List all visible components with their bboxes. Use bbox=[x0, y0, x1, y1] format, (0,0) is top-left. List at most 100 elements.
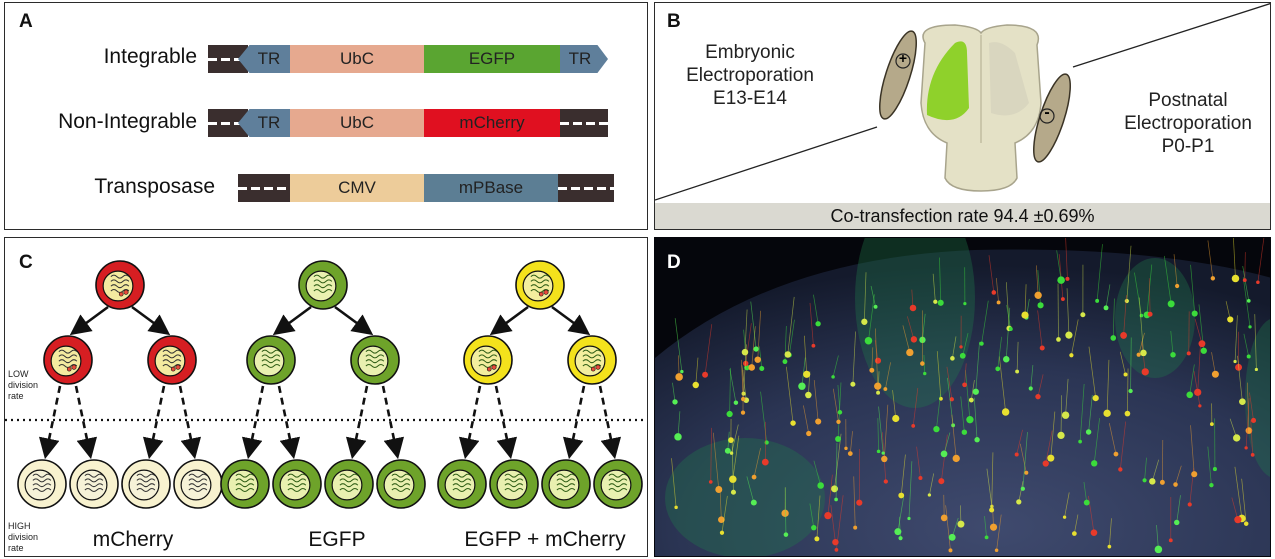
neuron-dendrite bbox=[973, 397, 978, 440]
neuron-soma bbox=[1173, 482, 1178, 487]
neuron-dendrite bbox=[731, 441, 734, 493]
neuron-soma bbox=[1227, 316, 1234, 323]
neuron-soma bbox=[979, 341, 984, 346]
neuron-soma bbox=[995, 366, 1001, 372]
neuron-dendrite bbox=[745, 323, 752, 364]
neuron-dendrite bbox=[1190, 425, 1195, 475]
neuron-soma bbox=[1103, 409, 1111, 418]
neuron-soma bbox=[1231, 274, 1240, 283]
neuron-soma bbox=[1042, 460, 1049, 467]
neuron-dendrite bbox=[835, 442, 838, 500]
granddaughter-cell-mcherry bbox=[121, 459, 171, 509]
neuron-dendrite bbox=[1207, 446, 1212, 486]
neuron-dendrite bbox=[932, 273, 936, 302]
neuron-dendrite bbox=[1037, 374, 1044, 397]
neuron-soma bbox=[1256, 280, 1260, 285]
neuron-soma bbox=[675, 373, 683, 381]
neuron-dendrite bbox=[1056, 250, 1062, 281]
neuron-soma bbox=[1233, 434, 1241, 442]
neuron-soma bbox=[817, 482, 824, 489]
mpbase-segment: mPBase bbox=[424, 174, 558, 202]
neuron-soma bbox=[831, 485, 839, 493]
backbone-right bbox=[558, 174, 614, 202]
neuron-soma bbox=[874, 357, 882, 364]
neuron-dendrite bbox=[757, 310, 761, 360]
neuron-soma bbox=[761, 458, 769, 466]
neuron-soma bbox=[996, 300, 1001, 305]
electroporation-diagram bbox=[655, 3, 1270, 201]
embryonic-text: Embryonic Electroporation E13-E14 bbox=[686, 42, 814, 109]
divider-line-left bbox=[655, 126, 878, 201]
neuron-soma bbox=[1065, 331, 1073, 339]
neuron-soma bbox=[927, 493, 932, 497]
neuron-soma bbox=[831, 375, 835, 379]
neuron-dendrite bbox=[1194, 318, 1203, 344]
neuron-dendrite bbox=[695, 357, 699, 385]
backbone-right bbox=[560, 109, 608, 137]
neuron-soma bbox=[974, 437, 980, 443]
neuron-dendrite bbox=[1123, 295, 1127, 336]
neuron-soma bbox=[1154, 545, 1163, 554]
parent-cell-egfp bbox=[298, 260, 348, 310]
neuron-soma bbox=[1001, 408, 1010, 416]
neuron-dendrite bbox=[916, 446, 921, 479]
neuron-dendrite bbox=[1119, 421, 1127, 470]
neuron-soma bbox=[920, 361, 925, 366]
neuron-soma bbox=[957, 520, 965, 528]
neuron-soma bbox=[892, 414, 900, 423]
neuron-soma bbox=[1035, 393, 1041, 400]
low-division-rate-label: LOW division rate bbox=[8, 369, 39, 401]
neuron-dendrite bbox=[1071, 319, 1079, 356]
neuron-dendrite bbox=[1066, 288, 1070, 336]
neuron-soma bbox=[861, 318, 868, 325]
neuron-dendrite bbox=[940, 434, 948, 482]
neuron-dendrite bbox=[878, 406, 884, 454]
neuron-dendrite bbox=[732, 435, 740, 480]
neuron-dendrite bbox=[908, 461, 913, 519]
neuron-dendrite bbox=[808, 371, 811, 396]
neuron-dendrite bbox=[751, 326, 756, 368]
neuron-dendrite bbox=[1130, 337, 1132, 392]
panel-a: A Integrable TR UbC EGFP TR Non-Integrab… bbox=[4, 2, 648, 230]
division-arrow-egfp-mcherry bbox=[551, 305, 591, 336]
neuron-dendrite bbox=[788, 319, 795, 356]
neuron-dendrite bbox=[852, 331, 856, 385]
neuron-soma bbox=[1191, 471, 1198, 478]
neuron-soma bbox=[853, 525, 858, 530]
neuron-dendrite bbox=[1144, 457, 1147, 481]
neuron-dendrite bbox=[731, 424, 739, 454]
cmv-segment: CMV bbox=[290, 174, 424, 202]
neuron-soma bbox=[837, 410, 843, 415]
neuron-dendrite bbox=[729, 367, 731, 415]
neuron-soma bbox=[1141, 368, 1149, 376]
neuron-soma bbox=[972, 388, 979, 395]
neuron-dendrite bbox=[727, 431, 730, 451]
neuron-soma bbox=[1078, 439, 1082, 444]
neuron-soma bbox=[952, 454, 960, 463]
neuron-dendrite bbox=[712, 432, 720, 490]
neuron-soma bbox=[966, 416, 974, 424]
neuron-soma bbox=[1034, 291, 1042, 299]
neuron-dendrite bbox=[981, 300, 989, 344]
neuron-soma bbox=[1250, 452, 1255, 457]
cotransfection-footer: Co-transfection rate 94.4 ±0.69% bbox=[655, 203, 1270, 229]
neuron-dendrite bbox=[759, 346, 763, 369]
division-arrow-mcherry bbox=[69, 305, 109, 336]
neuron-dendrite bbox=[704, 324, 713, 375]
neuron-soma bbox=[959, 352, 966, 359]
neuron-dendrite bbox=[998, 356, 1006, 413]
parent-cell-egfp-mcherry bbox=[515, 260, 565, 310]
neuron-dendrite bbox=[813, 460, 822, 486]
neuron-soma bbox=[873, 304, 878, 309]
neuron-soma bbox=[1140, 349, 1147, 357]
neuron-dendrite bbox=[883, 404, 889, 460]
neuron-soma bbox=[1024, 470, 1029, 475]
neuron-soma bbox=[1015, 369, 1020, 374]
electrode-positive bbox=[879, 30, 917, 120]
plus-sign: + bbox=[898, 50, 908, 66]
neuron-soma bbox=[847, 451, 853, 456]
neuron-dendrite bbox=[1037, 310, 1043, 349]
neuron-soma bbox=[1198, 404, 1202, 408]
neuron-soma bbox=[753, 346, 759, 352]
neuron-dendrite bbox=[830, 505, 836, 543]
